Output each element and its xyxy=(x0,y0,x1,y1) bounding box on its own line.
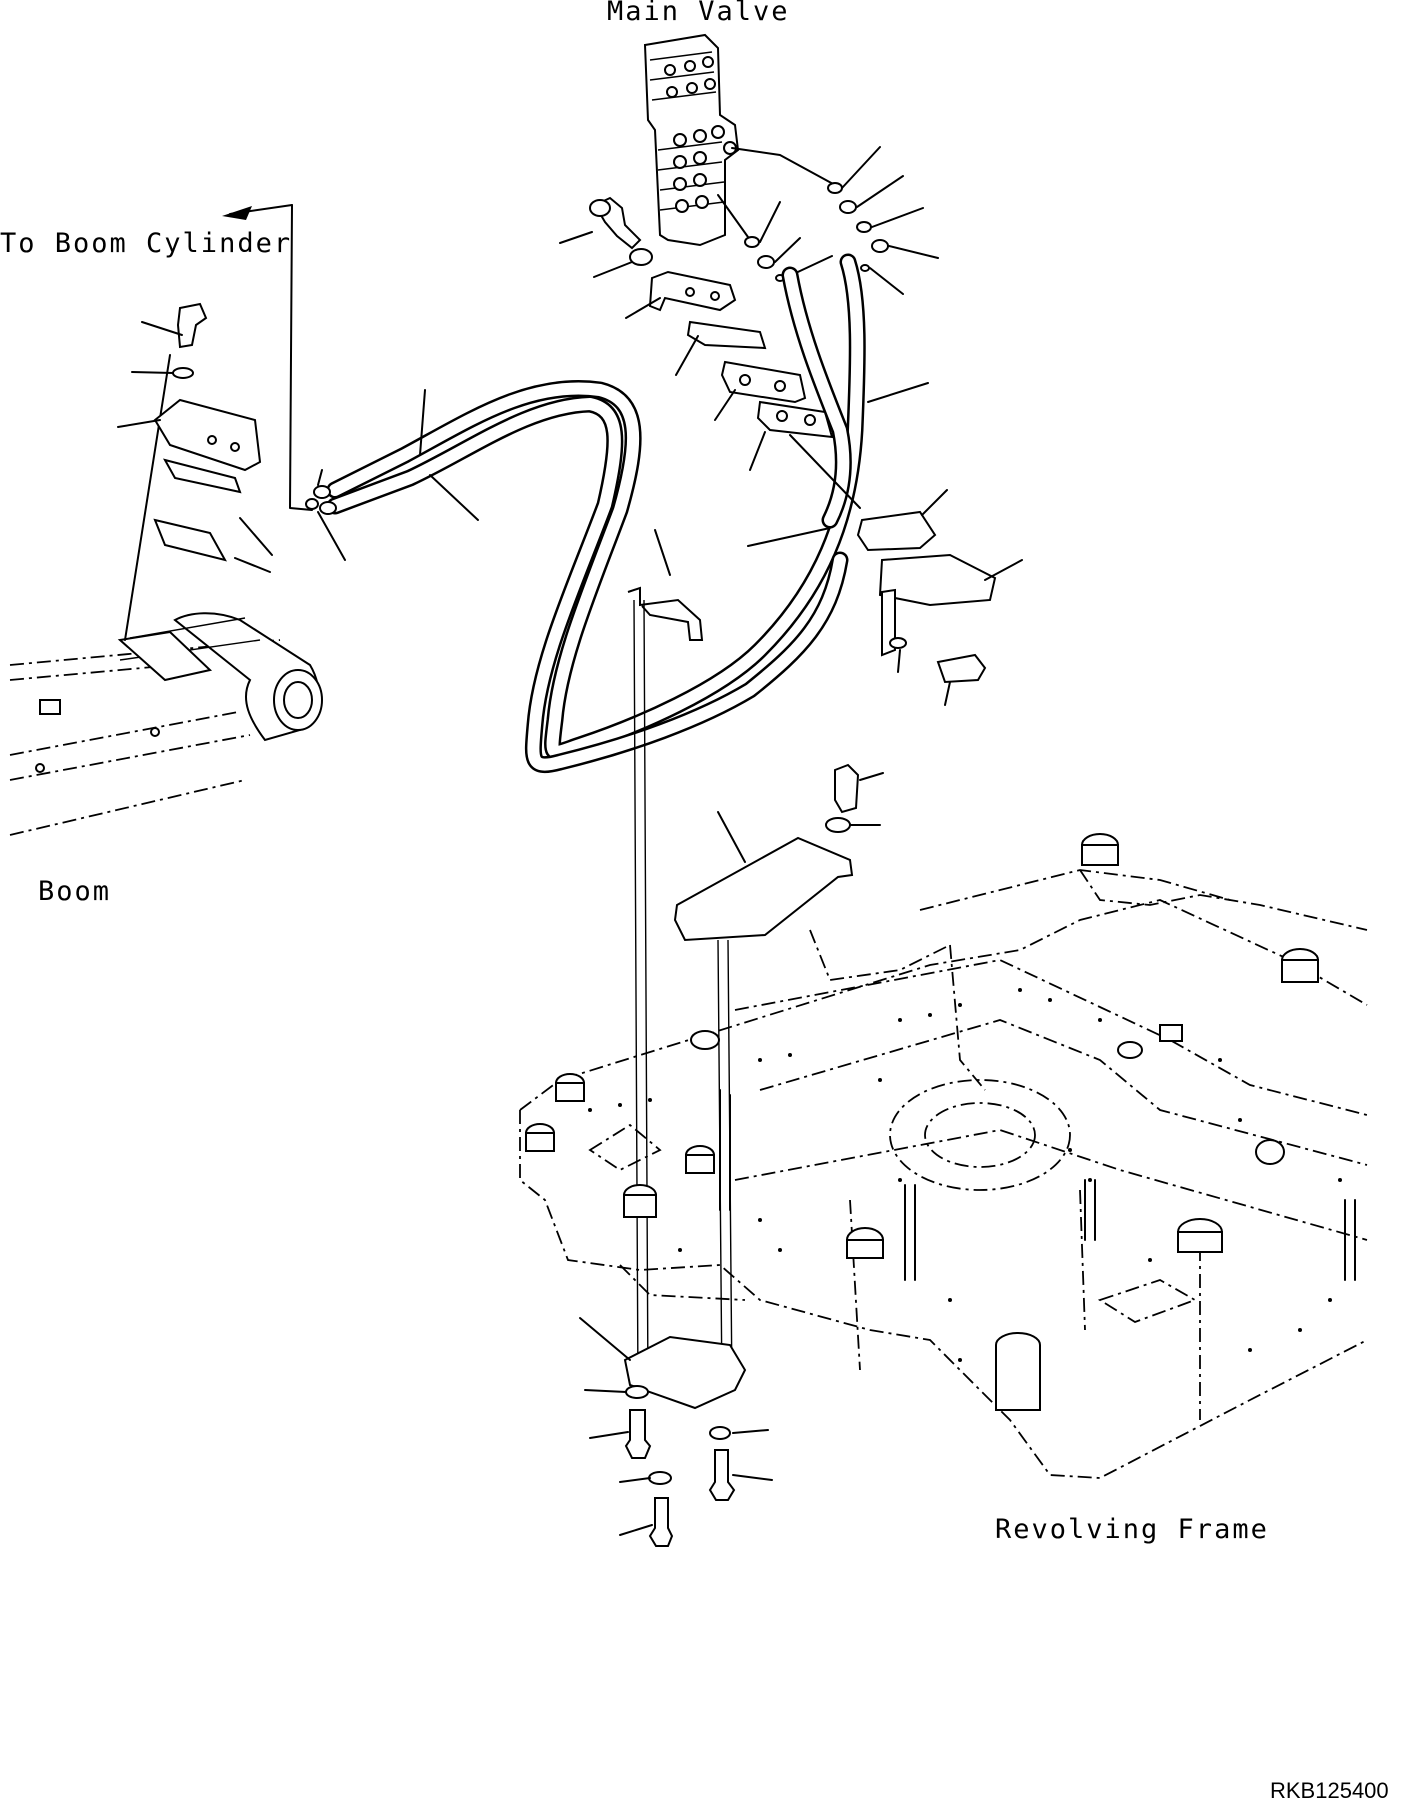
main-valve-assembly xyxy=(643,33,836,247)
tube-bracket xyxy=(627,529,704,1391)
valve-bracket-parts xyxy=(559,196,834,471)
boom-clamp-parts xyxy=(117,302,273,573)
hose-clamp-right xyxy=(789,434,1023,706)
revolving-frame xyxy=(519,833,1368,1479)
revolving-frame-label: Revolving Frame xyxy=(995,1514,1269,1545)
cover-plate xyxy=(673,763,884,1391)
boom-label: Boom xyxy=(38,876,112,907)
bottom-plate-parts xyxy=(579,1317,773,1547)
drawing-number: RKB125400 xyxy=(1270,1778,1389,1803)
to-boom-cylinder-label: To Boom Cylinder xyxy=(0,228,293,259)
boom-cylinder-arrow xyxy=(222,204,313,511)
main-valve-label: Main Valve xyxy=(607,0,790,27)
hydraulic-hoses xyxy=(305,253,929,774)
valve-fittings xyxy=(744,146,939,295)
boom-assembly xyxy=(9,354,323,836)
